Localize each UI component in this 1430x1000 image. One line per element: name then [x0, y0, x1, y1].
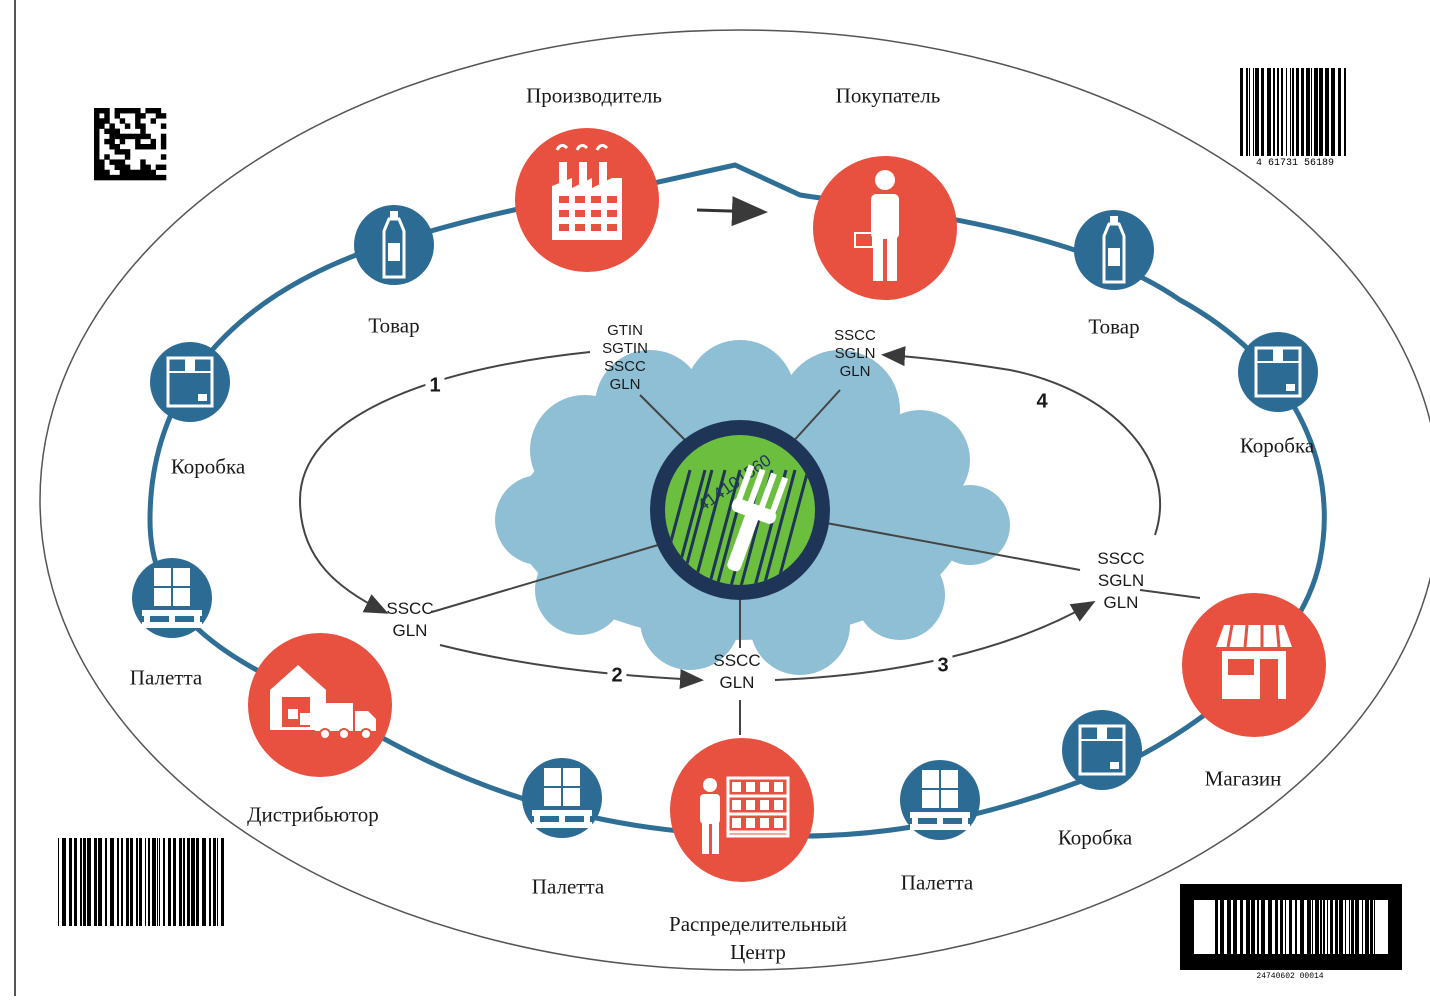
flow-arc-right: [881, 346, 1161, 536]
barcode-bottomright-digits: 24740602 00014: [1256, 972, 1323, 981]
datamatrix-code: [94, 108, 167, 181]
code-item: GLN: [839, 363, 871, 380]
label-product-left: Товар: [368, 313, 420, 338]
label-store: Магазин: [1204, 766, 1282, 791]
hub-barcode-icon: 414101560: [650, 420, 830, 600]
label-manufacturer: Производитель: [526, 83, 662, 108]
label-product-right: Товар: [1088, 314, 1140, 339]
box-right-node: [1238, 332, 1318, 412]
box-bottom-right-node: [1062, 710, 1142, 790]
buyer-node: [813, 156, 957, 300]
label-box-bottom-right: Коробка: [1057, 825, 1133, 850]
code-item: SSCC: [386, 599, 434, 618]
code-item: GLN: [609, 376, 641, 393]
code-item: GLN: [719, 673, 755, 692]
code-item: SSCC: [834, 327, 876, 344]
page-border: [14, 0, 1428, 996]
step-number-2: 2: [607, 664, 627, 688]
code-item: SSCC: [604, 358, 646, 375]
barcode-bottomleft: [58, 838, 224, 926]
box-left-node: [150, 342, 230, 422]
flow-arc-left: [298, 351, 591, 614]
barcode-topright: [1240, 68, 1346, 156]
label-buyer: Покупатель: [835, 83, 941, 108]
barcode-topright-digits: 4 61731 56189: [1256, 158, 1334, 169]
pallet-bottom-right-node: [900, 760, 980, 840]
pallet-bottom-left-node: [522, 758, 602, 838]
nodes-layer: [132, 128, 1326, 882]
distribution-center-node: [670, 738, 814, 882]
code-item: GLN: [392, 621, 428, 640]
store-node: [1182, 593, 1326, 737]
label-pallet-bottom-right: Палетта: [900, 870, 974, 895]
flow-arc-bottom-left: [439, 644, 704, 689]
pallet-left-node: [132, 558, 212, 638]
label-pallet-left: Палетта: [129, 665, 203, 690]
label-box-right: Коробка: [1239, 433, 1315, 458]
label-box-left: Коробка: [170, 454, 246, 479]
code-item: SSCC: [1097, 549, 1145, 568]
fork-icon: [727, 464, 789, 572]
step-number-1: 1: [425, 374, 445, 398]
outer-ellipse: [39, 29, 1430, 971]
code-item: GLN: [1103, 593, 1139, 612]
product-left-node: [354, 205, 434, 285]
codes-distribution-center: SSCC GLN: [713, 650, 760, 694]
codes-distributor: SSCC GLN: [386, 598, 433, 642]
codes-buyer: SSCC SGLN GLN: [834, 327, 876, 381]
distributor-node: [248, 633, 392, 777]
label-distribution-center: Распределительный Центр: [669, 912, 847, 964]
step-number-3: 3: [933, 654, 953, 678]
code-item: SGLN: [1097, 571, 1145, 590]
product-right-node: [1074, 210, 1154, 290]
code-item: GTIN: [607, 322, 643, 339]
manufacturer-node: [515, 128, 659, 272]
step-number-4: 4: [1032, 390, 1052, 414]
code-item: SSCC: [713, 651, 761, 670]
label-pallet-bottom-left: Палетта: [531, 874, 605, 899]
top-arrow: [696, 196, 768, 227]
code-item: SGLN: [834, 345, 876, 362]
barcode-bottomright: [1180, 884, 1402, 970]
codes-store: SSCC SGLN GLN: [1097, 548, 1144, 614]
hub-connectors: [431, 389, 1201, 735]
codes-manufacturer: GTIN SGTIN SSCC GLN: [602, 322, 648, 394]
label-distributor: Дистрибьютор: [247, 802, 379, 827]
code-item: SGTIN: [602, 340, 648, 357]
